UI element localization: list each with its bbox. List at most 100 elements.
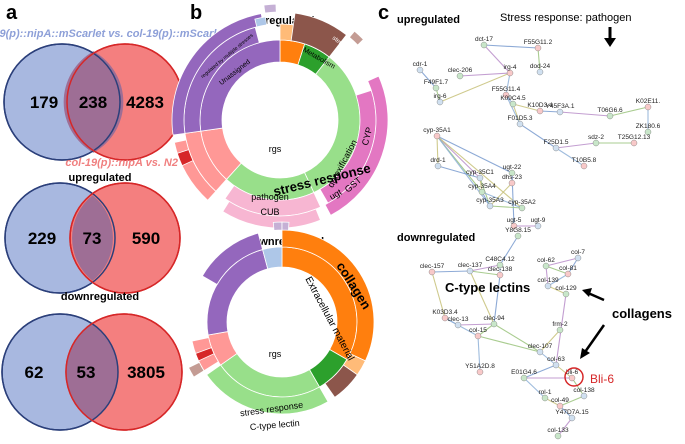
network-up-node[interactable]	[476, 174, 484, 182]
network-up-node[interactable]	[416, 66, 424, 74]
network-up-node[interactable]	[606, 112, 614, 120]
network-up-edge	[436, 135, 481, 179]
sunburst-panel: upregulated downregulated rgs stress res…	[171, 3, 389, 432]
network-down-node[interactable]	[574, 254, 582, 262]
network-down-node-label: C48C4.12	[485, 256, 515, 263]
network-up-node-label: K02E11.	[636, 98, 661, 105]
network-down-node[interactable]	[520, 374, 528, 382]
network-up-node[interactable]	[502, 91, 510, 99]
network-down-node-label: clec-138	[488, 266, 513, 273]
network-up-edge	[459, 72, 511, 77]
network-up-node-label: F49F1.7	[424, 79, 449, 86]
network-up-node[interactable]	[486, 202, 494, 210]
network-down-node[interactable]	[466, 267, 474, 275]
network-down-node[interactable]	[541, 394, 549, 402]
network-up-edge	[489, 205, 523, 209]
network-down-node-label: Y51A2D.8	[465, 363, 495, 370]
sunburst-up-segment	[176, 149, 194, 167]
network-down-node[interactable]	[454, 321, 462, 329]
network-up-node[interactable]	[456, 72, 464, 80]
sunburst-up-center-label: rgs	[269, 144, 282, 154]
sunburst-down-segment	[201, 232, 264, 286]
network-down-node[interactable]	[496, 261, 504, 269]
sunburst-up-segment	[290, 12, 348, 58]
network-up-node[interactable]	[510, 222, 518, 230]
network-up-node-label: drd-1	[430, 157, 446, 164]
network-down-node[interactable]	[428, 268, 436, 276]
network-down-node[interactable]	[552, 361, 560, 369]
network-up-node[interactable]	[516, 120, 524, 128]
network-down-node[interactable]	[496, 271, 504, 279]
venn-diagram-2: 229 73 590	[4, 182, 181, 294]
network-down-edge	[477, 335, 541, 353]
network-down-node-label: clec-107	[528, 343, 553, 350]
network-down-node[interactable]	[556, 402, 564, 410]
network-down-node[interactable]	[544, 282, 552, 290]
network-up-node-label: K10D3.4	[527, 102, 553, 109]
network-up-node[interactable]	[506, 69, 514, 77]
network-down-node[interactable]	[476, 368, 484, 376]
network-down-node[interactable]	[568, 374, 576, 382]
network-ctype-annotation: C-type lectins	[445, 280, 530, 295]
network-up-node[interactable]	[552, 144, 560, 152]
network-up-edge	[539, 110, 561, 113]
network-down-node[interactable]	[474, 332, 482, 340]
network-down-node[interactable]	[536, 348, 544, 356]
network-up-node-label: T10B5.8	[572, 157, 597, 164]
network-up-node[interactable]	[556, 108, 564, 116]
sunburst-downregulated	[187, 221, 375, 415]
network-down-edge	[493, 274, 501, 325]
network-up-node[interactable]	[630, 139, 638, 147]
network-down-node[interactable]	[568, 414, 576, 422]
network-up-node[interactable]	[644, 103, 652, 111]
network-up-node[interactable]	[434, 162, 442, 170]
network-up-node[interactable]	[518, 204, 526, 212]
network-down-node[interactable]	[562, 290, 570, 298]
network-up-node[interactable]	[536, 68, 544, 76]
network-down-edge	[571, 377, 585, 397]
network-up-node[interactable]	[509, 100, 517, 108]
network-up-node-label: cdr-1	[413, 61, 428, 68]
network-up-node-label: F55G11.2	[524, 39, 553, 46]
network-up-node[interactable]	[592, 139, 600, 147]
network-down-node[interactable]	[556, 326, 564, 334]
network-down-node[interactable]	[580, 392, 588, 400]
network-up-edge	[419, 69, 437, 89]
network-down-node[interactable]	[542, 262, 550, 270]
sunburst-down-segment	[195, 347, 215, 362]
network-down-edge	[523, 364, 557, 379]
venn3-title: downregulated	[61, 291, 139, 303]
network-down-edge	[547, 285, 567, 295]
sunburst-down-ctype-label: C-type lectin	[249, 418, 300, 432]
network-down-node-label: rol-1	[538, 389, 551, 396]
network-up-node[interactable]	[536, 107, 544, 115]
network-panel: upregulated Stress response: pathogen dc…	[397, 12, 672, 440]
venn3-left-count: 62	[25, 363, 44, 382]
sunburst-down-segment	[206, 364, 329, 415]
network-up-node-label: Y45F3A.1	[546, 103, 575, 110]
network-down-node[interactable]	[441, 314, 449, 322]
network-up-node[interactable]	[580, 162, 588, 170]
network-up-node[interactable]	[644, 128, 652, 136]
network-up-node[interactable]	[432, 84, 440, 92]
network-down-node[interactable]	[514, 232, 522, 240]
network-up-node[interactable]	[433, 132, 441, 140]
network-down-node-label: col-138	[573, 387, 595, 394]
venn-panel: col-19(p)::nipA::mScarlet vs. col-19(p):…	[0, 28, 228, 431]
network-up-edges	[419, 44, 649, 227]
network-up-node[interactable]	[478, 188, 486, 196]
network-up-node[interactable]	[508, 179, 516, 187]
network-down-node[interactable]	[564, 270, 572, 278]
network-up-node[interactable]	[534, 222, 542, 230]
network-down-node-label: clec-157	[420, 263, 445, 270]
network-up-node[interactable]	[534, 44, 542, 52]
network-up-node[interactable]	[480, 41, 488, 49]
network-down-edge	[547, 273, 569, 287]
network-down-node[interactable]	[554, 432, 562, 440]
network-down-edge	[545, 257, 579, 267]
network-down-edge	[493, 323, 541, 353]
network-up-node[interactable]	[508, 169, 516, 177]
network-down-node[interactable]	[490, 320, 498, 328]
network-up-node[interactable]	[436, 98, 444, 106]
